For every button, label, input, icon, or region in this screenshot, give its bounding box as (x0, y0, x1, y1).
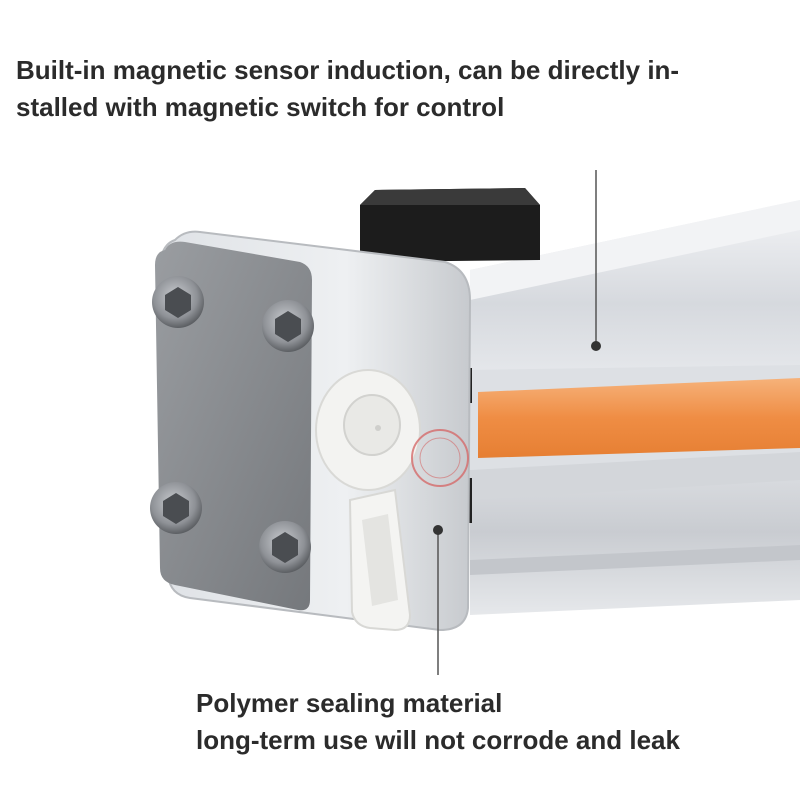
bolt-top-right (262, 300, 314, 352)
sensor-block (360, 188, 540, 262)
bottom-caption-line-1: Polymer sealing material (196, 688, 503, 718)
bottom-caption: Polymer sealing material long-term use w… (196, 685, 680, 759)
callout-seal (433, 525, 443, 675)
top-caption-line-1: Built-in magnetic sensor induction, can … (16, 55, 680, 85)
quality-stamp (411, 429, 469, 487)
sensor-strip (464, 365, 800, 523)
callout-sensor (591, 170, 601, 351)
bottom-caption-line-2: long-term use will not corrode and leak (196, 725, 680, 755)
bolt-bottom-left (150, 482, 202, 534)
bolt-top-left (152, 276, 204, 328)
bolt-bottom-right (259, 521, 311, 573)
polymer-seal-plug (315, 369, 421, 632)
top-caption: Built-in magnetic sensor induction, can … (16, 52, 679, 126)
top-caption-line-2: stalled with magnetic switch for control (16, 92, 505, 122)
